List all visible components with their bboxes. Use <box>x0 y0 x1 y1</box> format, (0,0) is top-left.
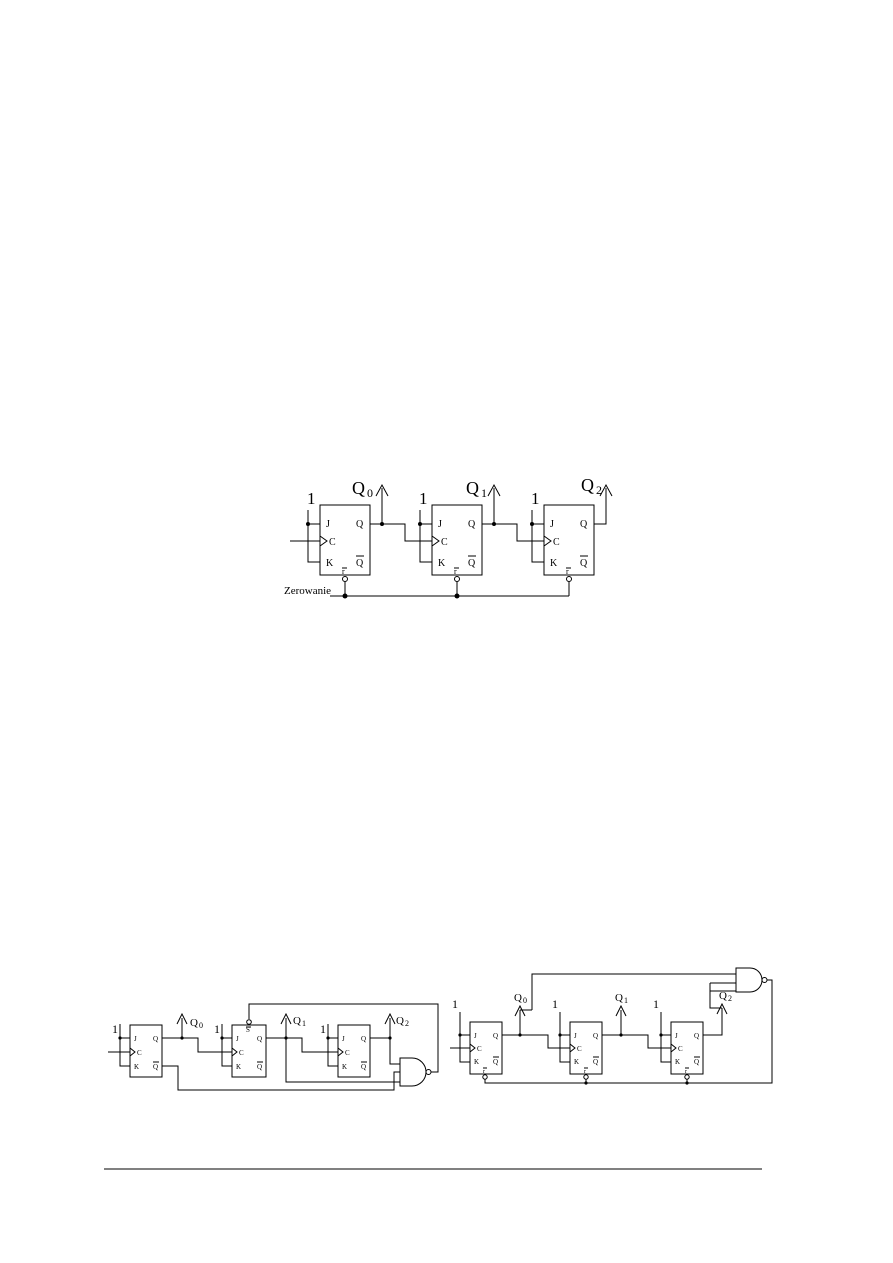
svg-text:Q: Q <box>361 1063 366 1071</box>
pin-j: J <box>326 519 330 530</box>
svg-text:1: 1 <box>320 1022 326 1036</box>
svg-text:K: K <box>342 1063 347 1071</box>
svg-text:r: r <box>685 1069 687 1075</box>
jk-flipflop-a: J C K Q Q r <box>469 1021 503 1080</box>
jk-flipflop-c: J C K Q Q <box>337 1024 371 1078</box>
svg-text:C: C <box>477 1045 482 1053</box>
svg-text:Q: Q <box>257 1063 262 1071</box>
svg-text:Q: Q <box>694 1058 699 1066</box>
output-q0-label: Q0 <box>190 1017 203 1030</box>
svg-text:Q: Q <box>257 1035 262 1043</box>
jk-flipflop-0: J C K Q Q r <box>319 504 371 582</box>
pin-reset: r <box>342 567 345 576</box>
const-one-label: 1 <box>307 489 316 508</box>
const-one-label: 1 <box>531 489 540 508</box>
svg-text:K: K <box>675 1058 680 1066</box>
pin-qbar: Q <box>356 558 364 569</box>
jk-flipflop-a: J C K Q Q <box>129 1024 163 1078</box>
svg-text:J: J <box>236 1035 239 1043</box>
svg-text:K: K <box>574 1058 579 1066</box>
jk-flipflop-b: J C K Q Q S <box>231 1019 267 1078</box>
svg-text:Q: Q <box>593 1058 598 1066</box>
pin-k: K <box>326 558 334 569</box>
const-one-label: 1 <box>419 489 428 508</box>
svg-text:1: 1 <box>214 1022 220 1036</box>
pin-reset: r <box>454 567 457 576</box>
svg-text:C: C <box>239 1049 244 1057</box>
svg-text:C: C <box>678 1045 683 1053</box>
output-q1-label: Q1 <box>615 992 628 1005</box>
svg-text:r: r <box>483 1069 485 1075</box>
svg-text:J: J <box>342 1035 345 1043</box>
pin-k: K <box>550 558 558 569</box>
reset-label: Zerowanie <box>284 585 331 597</box>
pin-j: J <box>550 519 554 530</box>
svg-text:K: K <box>134 1063 139 1071</box>
svg-text:1: 1 <box>653 997 659 1011</box>
svg-text:K: K <box>236 1063 241 1071</box>
jk-flipflop-c: J C K Q Q r <box>670 1021 704 1080</box>
svg-text:1: 1 <box>552 997 558 1011</box>
pin-q: Q <box>580 519 588 530</box>
svg-text:Q: Q <box>493 1032 498 1040</box>
pin-c: C <box>553 537 560 548</box>
jk-flipflop-2: J C K Q Q r <box>543 504 595 582</box>
pin-qbar: Q <box>468 558 476 569</box>
pin-reset: r <box>566 567 569 576</box>
counter-diagram-bottom-right: J C K Q Q r J C K Q Q r J <box>450 967 773 1085</box>
pin-q: Q <box>468 519 476 530</box>
pin-q: Q <box>356 519 364 530</box>
svg-text:Q: Q <box>694 1032 699 1040</box>
output-q2-label: Q2 <box>719 990 732 1003</box>
svg-text:1: 1 <box>452 997 458 1011</box>
output-q1-label: Q1 <box>293 1015 306 1028</box>
pin-c: C <box>329 537 336 548</box>
svg-text:C: C <box>577 1045 582 1053</box>
pin-qbar: Q <box>580 558 588 569</box>
jk-flipflop-1: J C K Q Q r <box>431 504 483 582</box>
pin-j: J <box>438 519 442 530</box>
svg-text:J: J <box>574 1032 577 1040</box>
counter-diagram-bottom-left: J C K Q Q J C K Q Q S J C K Q <box>108 1003 439 1091</box>
svg-text:J: J <box>134 1035 137 1043</box>
output-q0-label: Q0 <box>514 992 527 1005</box>
pin-set: S <box>246 1026 250 1034</box>
svg-text:Q: Q <box>593 1032 598 1040</box>
svg-text:Q: Q <box>153 1035 158 1043</box>
svg-text:1: 1 <box>112 1022 118 1036</box>
counter-diagram-top: J C K Q Q r J C K Q Q r J <box>284 475 613 599</box>
pin-k: K <box>438 558 446 569</box>
and-gate <box>735 967 768 993</box>
svg-text:J: J <box>474 1032 477 1040</box>
nand-gate <box>399 1057 432 1087</box>
svg-text:r: r <box>584 1069 586 1075</box>
svg-text:Q: Q <box>493 1058 498 1066</box>
jk-flipflop-b: J C K Q Q r <box>569 1021 603 1080</box>
svg-text:K: K <box>474 1058 479 1066</box>
pin-c: C <box>441 537 448 548</box>
svg-text:C: C <box>345 1049 350 1057</box>
svg-text:J: J <box>675 1032 678 1040</box>
output-q2-label: Q2 <box>396 1015 409 1028</box>
svg-text:Q: Q <box>361 1035 366 1043</box>
svg-text:Q: Q <box>153 1063 158 1071</box>
svg-text:C: C <box>137 1049 142 1057</box>
